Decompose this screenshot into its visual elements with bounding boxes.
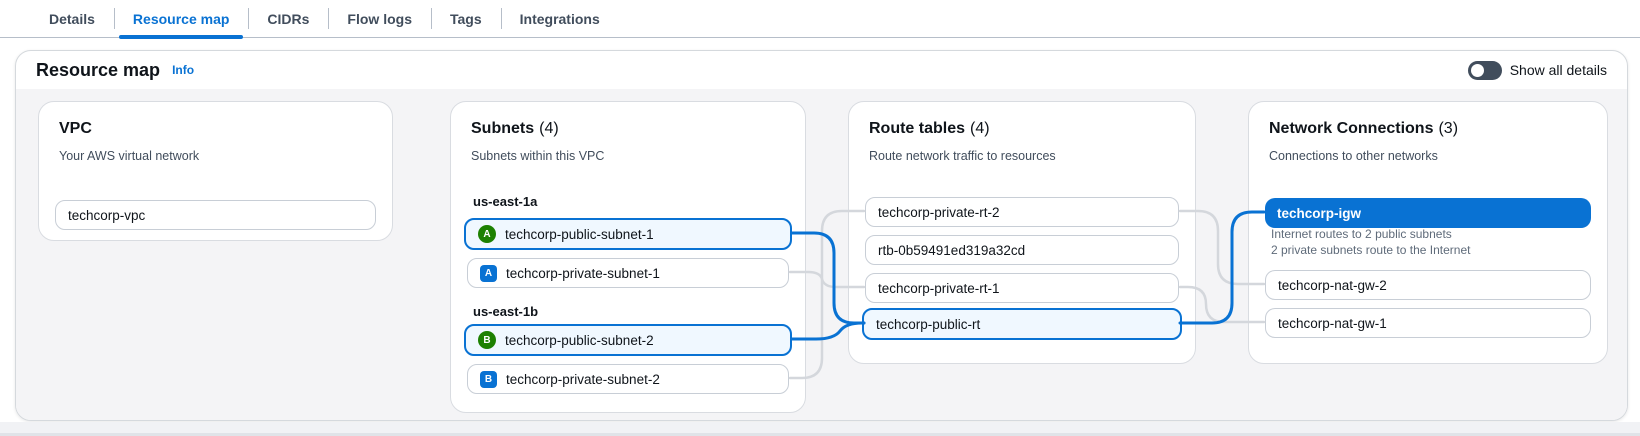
connection-item-nat-gw-1[interactable]: techcorp-nat-gw-1 — [1265, 308, 1591, 338]
public-subnet-badge-b: B — [478, 331, 496, 349]
nat-gw-label: techcorp-nat-gw-1 — [1278, 315, 1387, 331]
tab-flow-logs[interactable]: Flow logs — [328, 0, 431, 37]
tab-cidrs[interactable]: CIDRs — [248, 0, 328, 37]
route-table-item-public-rt[interactable]: techcorp-public-rt — [862, 308, 1182, 340]
private-subnet-badge-b: B — [480, 370, 497, 388]
resource-map-canvas: VPC Your AWS virtual network techcorp-vp… — [16, 89, 1627, 420]
route-tables-card-subtitle: Route network traffic to resources — [869, 149, 1056, 163]
igw-description-line-2: 2 private subnets route to the Internet — [1271, 243, 1471, 257]
public-subnet-badge-a: A — [478, 225, 496, 243]
subnet-label: techcorp-private-subnet-2 — [506, 371, 660, 387]
route-table-item-main[interactable]: rtb-0b59491ed319a32cd — [865, 235, 1179, 265]
subnet-item-private-1[interactable]: A techcorp-private-subnet-1 — [467, 258, 789, 288]
route-table-label: techcorp-private-rt-1 — [878, 280, 1000, 296]
az-label-us-east-1b: us-east-1b — [473, 304, 539, 319]
info-link[interactable]: Info — [172, 63, 195, 77]
subnet-item-public-2[interactable]: B techcorp-public-subnet-2 — [464, 324, 792, 356]
igw-description-line-1: Internet routes to 2 public subnets — [1271, 227, 1452, 241]
network-connections-count: (3) — [1438, 120, 1459, 137]
vpc-card-title: VPC — [59, 120, 92, 137]
subnet-label: techcorp-public-subnet-1 — [505, 226, 654, 242]
route-table-label: techcorp-public-rt — [876, 316, 981, 332]
subnet-label: techcorp-public-subnet-2 — [505, 332, 654, 348]
vpc-item[interactable]: techcorp-vpc — [55, 200, 376, 230]
network-connections-card-title: Network Connections(3) — [1269, 120, 1458, 138]
subnet-item-public-1[interactable]: A techcorp-public-subnet-1 — [464, 218, 792, 250]
route-tables-count: (4) — [970, 120, 990, 137]
subnets-count: (4) — [539, 120, 559, 137]
route-table-item-private-rt-1[interactable]: techcorp-private-rt-1 — [865, 273, 1179, 303]
route-table-item-private-rt-2[interactable]: techcorp-private-rt-2 — [865, 197, 1179, 227]
connection-item-nat-gw-2[interactable]: techcorp-nat-gw-2 — [1265, 270, 1591, 300]
subnets-card: Subnets(4) Subnets within this VPC us-ea… — [450, 101, 806, 413]
subnets-card-title: Subnets(4) — [471, 120, 559, 138]
show-all-details-label: Show all details — [1509, 62, 1607, 78]
subnets-title-text: Subnets — [471, 120, 535, 137]
resource-map-panel: Resource map Info Show all details VPC Y… — [15, 50, 1628, 421]
network-connections-card-subtitle: Connections to other networks — [1269, 149, 1438, 163]
network-connections-card: Network Connections(3) Connections to ot… — [1248, 101, 1608, 364]
panel-title: Resource map — [36, 59, 161, 80]
show-all-details-toggle-group[interactable]: Show all details — [1467, 60, 1607, 80]
route-table-label: techcorp-private-rt-2 — [878, 204, 1000, 220]
tab-tags[interactable]: Tags — [430, 0, 501, 37]
tab-details[interactable]: Details — [49, 10, 95, 27]
route-tables-card-title: Route tables(4) — [869, 120, 990, 138]
nat-gw-label: techcorp-nat-gw-2 — [1278, 277, 1387, 293]
subnet-label: techcorp-private-subnet-1 — [506, 265, 660, 281]
vpc-card-subtitle: Your AWS virtual network — [59, 149, 200, 163]
resource-map-header: Resource map Info Show all details — [16, 51, 1627, 89]
route-tables-card: Route tables(4) Route network traffic to… — [848, 101, 1196, 364]
az-label-us-east-1a: us-east-1a — [473, 194, 538, 209]
show-all-details-toggle[interactable] — [1467, 60, 1502, 80]
route-table-label: rtb-0b59491ed319a32cd — [878, 242, 1026, 258]
tab-bar: Details Resource map CIDRs Flow logs Tag… — [0, 0, 1640, 39]
subnet-item-private-2[interactable]: B techcorp-private-subnet-2 — [467, 364, 789, 394]
vpc-item-label: techcorp-vpc — [68, 207, 146, 223]
tab-integrations[interactable]: Integrations — [500, 0, 619, 37]
vpc-card: VPC Your AWS virtual network techcorp-vp… — [38, 101, 393, 241]
network-connections-title-text: Network Connections — [1269, 120, 1434, 137]
route-tables-title-text: Route tables — [869, 120, 966, 137]
connection-item-igw[interactable]: techcorp-igw — [1265, 198, 1591, 228]
private-subnet-badge-a: A — [480, 264, 497, 282]
tab-resource-map[interactable]: Resource map — [113, 0, 248, 39]
igw-label: techcorp-igw — [1277, 205, 1362, 221]
subnets-card-subtitle: Subnets within this VPC — [471, 149, 605, 163]
igw-description: Internet routes to 2 public subnets 2 pr… — [1271, 226, 1470, 258]
page-bottom-strip — [0, 422, 1640, 436]
